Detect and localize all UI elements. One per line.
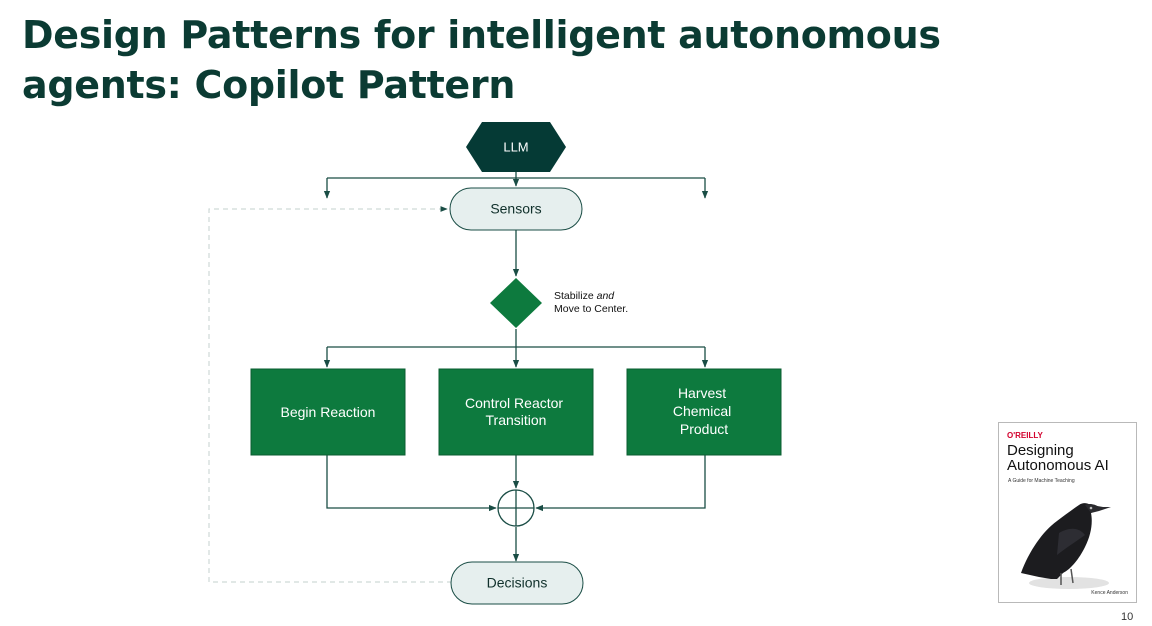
- book-title-line-2: Autonomous AI: [1007, 457, 1109, 474]
- box-control-reactor-transition: Control Reactor Transition: [438, 368, 594, 456]
- book-publisher: O'REILLY: [1007, 431, 1043, 440]
- book-subtitle: A Guide for Machine Teaching: [1008, 478, 1075, 484]
- box-begin-reaction: Begin Reaction: [250, 368, 406, 456]
- feedback-loop-dashed: [208, 206, 452, 583]
- box-control-reactor-rect: [438, 368, 594, 456]
- merge-junction: [497, 489, 535, 527]
- box-harvest-label: Harvest Chemical Product: [673, 385, 735, 437]
- box1-line-1: Begin Reaction: [281, 404, 376, 420]
- box-begin-reaction-rect: [250, 368, 406, 456]
- raven-illustration: [1021, 503, 1111, 589]
- sensors-label: Sensors: [490, 201, 541, 217]
- sensors-node: Sensors: [449, 187, 583, 231]
- box2-line-2: Transition: [486, 412, 547, 428]
- book-cover: O'REILLY Designing Autonomous AI A Guide…: [998, 422, 1137, 603]
- sensors-pill: [449, 187, 583, 231]
- decision-note-line-1-text: Stabilize: [554, 290, 597, 302]
- decisions-label: Decisions: [487, 575, 548, 591]
- book-title-line-1: Designing: [1007, 442, 1074, 459]
- box-begin-reaction-label: Begin Reaction: [281, 404, 376, 420]
- box2-line-1: Control Reactor: [465, 395, 563, 411]
- decision-diamond: [490, 278, 542, 328]
- book-author: Kence Anderson: [1091, 590, 1128, 596]
- decision-note-line-2: Move to Center.: [554, 303, 628, 315]
- llm-hexagon: [466, 122, 566, 172]
- box-harvest-chemical-product: Harvest Chemical Product: [626, 368, 782, 456]
- connectors: [323, 168, 709, 562]
- box-control-reactor-label: Control Reactor Transition: [465, 395, 567, 428]
- title-line-2: agents: Copilot Pattern: [22, 63, 516, 107]
- llm-node: LLM: [466, 122, 566, 172]
- box3-line-1: Harvest: [678, 385, 726, 401]
- book-title: Designing Autonomous AI: [1007, 443, 1109, 473]
- page-number: 10: [1121, 611, 1134, 623]
- box3-to-merge: [535, 455, 706, 512]
- box3-line-3: Product: [680, 421, 728, 437]
- box1-to-merge: [326, 455, 497, 512]
- decision-note-line-1-emphasis: and: [597, 290, 616, 302]
- box-harvest-rect: [626, 368, 782, 456]
- slide-title: Design Patterns for intelligent autonomo…: [22, 10, 941, 110]
- decision-node: Stabilize and Move to Center.: [490, 278, 628, 328]
- decision-note-line-1: Stabilize and: [554, 290, 615, 302]
- title-line-1: Design Patterns for intelligent autonomo…: [22, 13, 941, 57]
- decisions-node: Decisions: [450, 561, 584, 605]
- llm-label: LLM: [503, 139, 528, 154]
- box3-line-2: Chemical: [673, 403, 731, 419]
- decisions-pill: [450, 561, 584, 605]
